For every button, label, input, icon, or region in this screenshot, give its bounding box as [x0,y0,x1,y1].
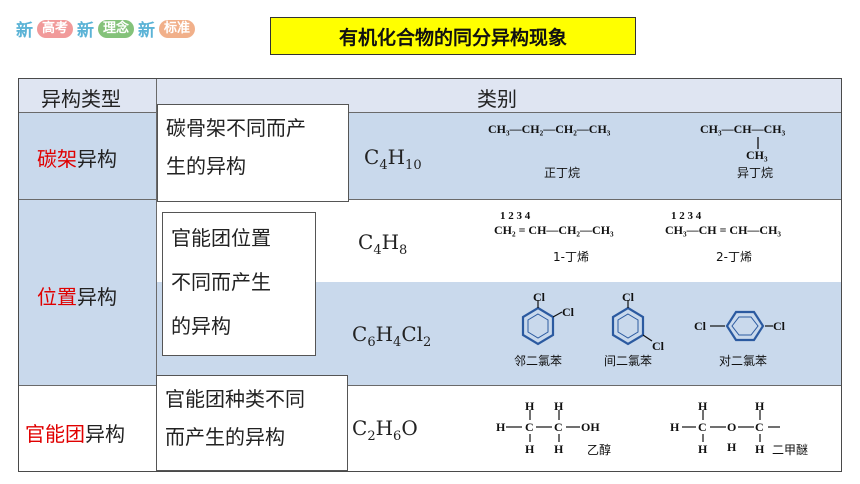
grid-line [156,79,157,471]
ethanol-h: H [525,399,535,413]
formula-text: C6H4Cl2 [352,322,432,350]
ortho-ring [521,300,563,346]
ortho-label: 邻二氯苯 [514,354,563,368]
desc-line: 的异构 [171,314,231,338]
ether-h: H [670,420,680,434]
formula-c2h6o: C2H6O [352,416,418,444]
ether-h: H [755,399,765,413]
row2-type-bg [19,199,156,385]
desc-functional-group: 官能团种类不同 而产生的异构 [156,375,348,471]
grid-line [19,199,841,200]
ortho-cl-right: Cl [562,305,574,319]
ethanol-c2: C [554,420,563,434]
para-label: 对二氯苯 [719,354,768,368]
ethanol-h: H [554,399,564,413]
formula-text: C4H10 [364,145,422,173]
type-functional-group: 官能团异构 [25,422,125,446]
desc-line: 官能团种类不同 [165,387,305,411]
isobutane-structure: CH₃—CH—CH₃ [700,122,786,136]
brand-char: 新 [138,21,156,41]
formula-text: C2H6O [352,416,418,444]
butane-label: 正丁烷 [544,166,581,180]
meta-label: 间二氯苯 [604,354,653,368]
ortho-cl-top: Cl [533,290,545,304]
brand-logo: 新 高考 新 理念 新 标准 [16,16,196,41]
formula-text: C4H8 [358,230,408,258]
desc-carbon-skeleton: 碳骨架不同而产 生的异构 [157,104,349,202]
brand-char: 新 [77,21,95,41]
desc-line: 碳骨架不同而产 [166,116,306,140]
butene2-label: 2-丁烯 [716,250,752,264]
ether-h: H [698,399,708,413]
para-cl-right: Cl [773,319,785,333]
ether-h: H [727,440,737,454]
grid-line [19,385,841,386]
butene2-numbers: 1 2 3 4 [671,210,702,222]
meta-cl-top: Cl [622,290,634,304]
ethanol-c1: C [525,420,534,434]
ether-o: O [727,420,737,434]
header-type: 异构类型 [41,87,121,111]
type-carbon-skeleton: 碳架异构 [37,147,117,171]
isobutane-label: 异丁烷 [737,166,774,180]
ethanol-label: 乙醇 [587,443,612,457]
ether-c2: C [755,420,764,434]
brand-pill: 标准 [159,19,196,38]
meta-ring [611,300,653,346]
brand-pill: 理念 [98,19,135,38]
ethanol-h: H [496,420,506,434]
type-position: 位置异构 [37,285,117,309]
ethanol-h: H [554,442,564,456]
formula-c4h8: C4H8 [358,230,407,258]
butane-structure: CH₃—CH₂—CH₂—CH₃ [488,122,611,136]
ether-c1: C [698,420,707,434]
brand-char: 新 [16,21,33,41]
desc-position: 官能团位置 不同而产生 的异构 [162,212,316,356]
ether-h: H [698,442,708,456]
ethanol-bonds [506,410,580,442]
meta-cl-bottom: Cl [652,339,664,353]
desc-line: 不同而产生 [171,270,271,294]
desc-line: 官能团位置 [171,226,271,250]
ether-h: H [755,442,765,456]
grid-line [19,112,841,113]
butene2-structure: CH₃—CH = CH—CH₃ [665,223,782,237]
para-cl-left: Cl [694,319,706,333]
desc-line: 而产生的异构 [165,425,285,449]
desc-line: 生的异构 [166,154,246,178]
isobutane-branch: CH₃ [746,148,768,162]
isomer-table: 异构类型 类别 碳架异构 位置异构 官能团异构 [18,78,842,472]
header-category: 类别 [477,87,517,111]
butene1-label: 1-丁烯 [553,250,589,264]
formula-c6h4cl2: C6H4Cl2 [352,322,431,350]
butene1-numbers: 1 2 3 4 [500,210,531,222]
formula-c4h10: C4H10 [364,145,422,173]
page-title: 有机化合物的同分异构现象 [270,17,636,55]
header-row-bg [19,79,841,112]
brand-pill: 高考 [37,19,74,38]
ethanol-oh: OH [581,420,600,434]
butene1-structure: CH₂ = CH—CH₂—CH₃ [494,223,614,237]
ether-label: 二甲醚 [772,443,809,457]
isobutane-bond [757,137,759,149]
para-ring [710,310,773,342]
ether-bonds [682,410,780,442]
ethanol-h: H [525,442,535,456]
